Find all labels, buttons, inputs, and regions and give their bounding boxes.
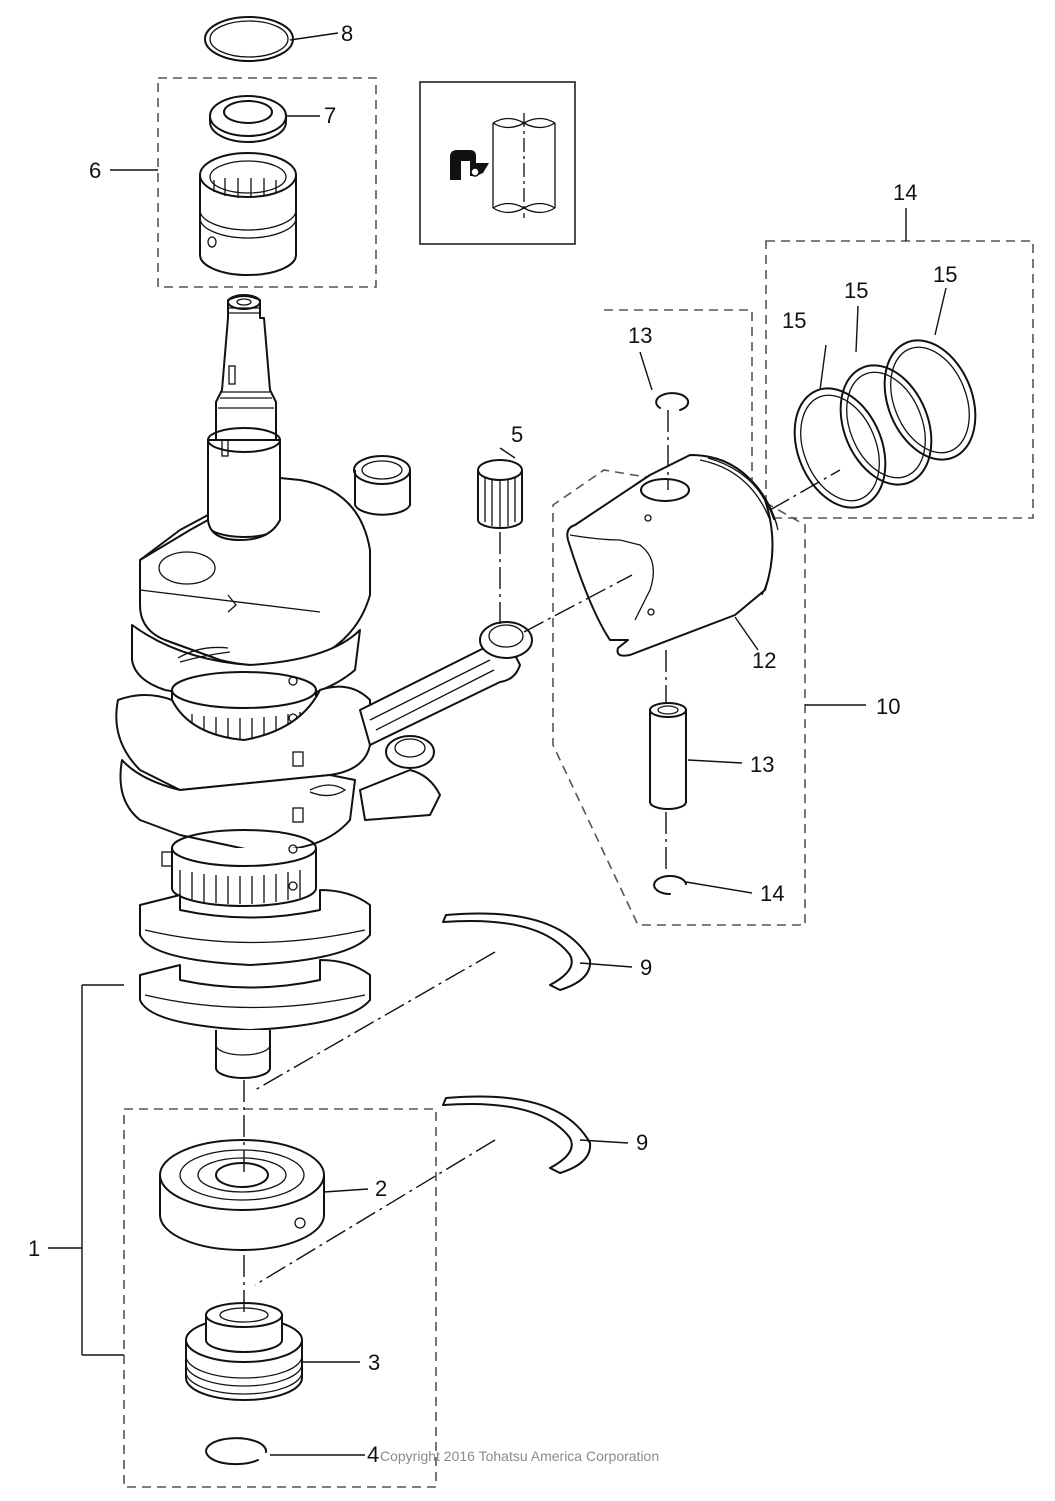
lubrication-symbol-box <box>419 81 576 245</box>
callout-9-lower: 9 <box>636 1130 648 1155</box>
center-line-piston <box>523 574 633 633</box>
callout-4: 4 <box>367 1442 379 1467</box>
callout-13-top: 13 <box>628 323 652 348</box>
o-ring-part-8 <box>204 16 294 62</box>
snap-ring-part-4 <box>205 1437 268 1466</box>
group-box-6 <box>157 77 377 288</box>
callout-11: 12 <box>752 648 776 673</box>
copyright-notice: Copyright 2016 Tohatsu America Corporati… <box>380 1448 659 1464</box>
small-end-bearing-part-5 <box>477 459 523 529</box>
oil-seal-part-7 <box>209 95 287 143</box>
piston-pin-clip-part-13-bottom <box>653 875 687 895</box>
callout-1: 1 <box>28 1236 40 1261</box>
piston-pin-part-12 <box>649 702 687 810</box>
callout-8: 8 <box>341 21 353 46</box>
thrust-washer-part-9-lower <box>442 1095 592 1174</box>
callout-15-back: 15 <box>933 262 957 287</box>
connecting-rod <box>359 621 533 821</box>
callout-9-upper: 9 <box>640 955 652 980</box>
callout-15-front: 15 <box>782 308 806 333</box>
callout-7: 7 <box>324 103 336 128</box>
group-box-14 <box>765 240 1034 519</box>
center-line-washer-lower <box>254 1139 496 1286</box>
piston-pin-clip-part-13-top <box>655 392 690 411</box>
callout-5: 5 <box>511 422 523 447</box>
callout-10: 10 <box>876 694 900 719</box>
seal-housing-part-3 <box>185 1302 303 1401</box>
group-box-lower-bearing <box>123 1108 437 1488</box>
needle-bearing-part-6 <box>199 152 297 276</box>
ball-bearing-part-2 <box>159 1139 325 1251</box>
callout-15-middle: 15 <box>844 278 868 303</box>
callout-6: 6 <box>89 158 101 183</box>
callout-2: 2 <box>375 1176 387 1201</box>
piston-part-11 <box>566 454 779 657</box>
callout-3: 3 <box>368 1350 380 1375</box>
thrust-washer-part-9-upper <box>442 912 592 991</box>
piston-rings-part-15 <box>793 339 977 509</box>
crankshaft-part-1 <box>115 294 411 1079</box>
callout-12: 13 <box>750 752 774 777</box>
center-line-washer-upper <box>254 951 496 1091</box>
group-box-10 <box>552 309 806 926</box>
leader-lines <box>48 32 947 1456</box>
callout-13-bottom: 14 <box>760 881 784 906</box>
callout-14: 14 <box>893 180 917 205</box>
center-line-rings <box>769 469 841 511</box>
